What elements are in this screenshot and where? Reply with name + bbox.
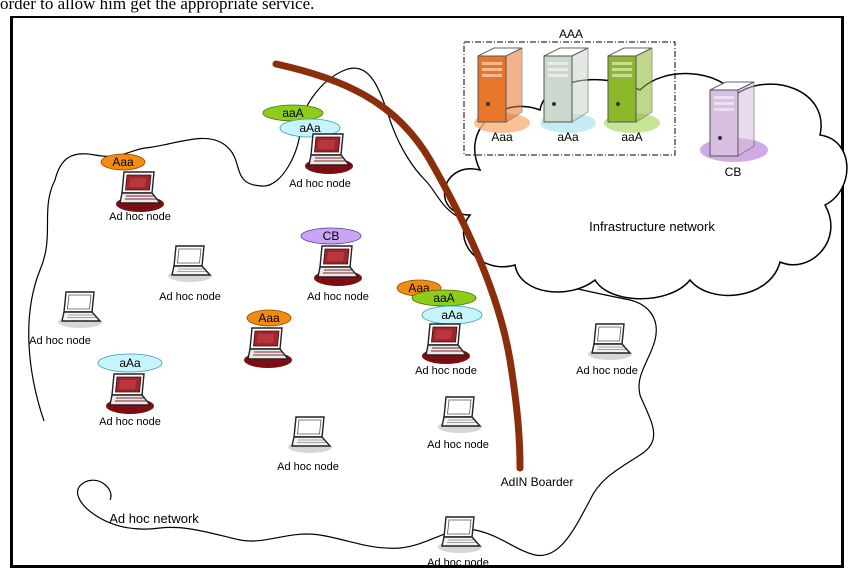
tag-cyan-right: aAa <box>421 305 483 325</box>
aaa-group-box <box>463 41 676 156</box>
node-label: Ad hoc node <box>307 291 369 303</box>
server-cb <box>700 81 768 162</box>
tag-cyan-left: aAa <box>97 353 163 373</box>
adhoc-node-plain-1 <box>167 245 213 283</box>
caption-text: order to allow him get the appropriate s… <box>0 0 315 13</box>
node-label: Ad hoc node <box>99 416 161 428</box>
node-label: Ad hoc node <box>29 335 91 347</box>
adin-border-label: AdIN Boarder <box>501 475 574 489</box>
svg-text:Aaa: Aaa <box>258 311 280 325</box>
adhoc-node-plain-5 <box>287 416 333 454</box>
node-label: Ad hoc node <box>277 461 339 473</box>
svg-text:aAa: aAa <box>119 356 141 370</box>
frame-top-border <box>10 16 844 18</box>
server-label-cb: CB <box>725 165 742 179</box>
figure-frame <box>10 16 844 568</box>
adhoc-node-plain-2 <box>57 291 103 329</box>
node-label: Ad hoc node <box>427 557 489 569</box>
adhoc-node-red-cb <box>313 245 363 287</box>
svg-text:aAa: aAa <box>441 308 463 322</box>
node-label: Ad hoc node <box>159 291 221 303</box>
adin-border-line <box>272 60 524 472</box>
adhoc-node-red-left <box>115 171 165 213</box>
adhoc-node-plain-6 <box>437 516 483 554</box>
tag-orange-mid: Aaa <box>246 309 292 327</box>
adhoc-node-red-lower-left <box>105 373 155 415</box>
tag-green-right: aaA <box>411 289 477 307</box>
aaa-group-label: AAA <box>559 27 583 41</box>
server-label-aaa: Aaa <box>491 130 513 144</box>
node-label: Ad hoc node <box>109 211 171 223</box>
svg-text:aAa: aAa <box>299 121 321 135</box>
server-aaa-2 <box>540 47 596 133</box>
svg-text:CB: CB <box>323 229 340 243</box>
adhoc-node-red-right <box>421 323 471 365</box>
tag-cyan-top: aAa <box>279 118 341 138</box>
adhoc-network-label: Ad hoc network <box>109 511 199 526</box>
svg-text:Aaa: Aaa <box>112 155 134 169</box>
tag-green-top: aaA <box>262 104 324 122</box>
infrastructure-network-label: Infrastructure network <box>589 219 715 234</box>
node-label: Ad hoc node <box>427 439 489 451</box>
server-label-aaa-2: aAa <box>557 130 579 144</box>
server-aaa <box>474 47 530 133</box>
server-aaa-3 <box>604 47 660 133</box>
node-label: Ad hoc node <box>576 365 638 377</box>
node-label: Ad hoc node <box>289 178 351 190</box>
tag-orange-left: Aaa <box>100 153 146 171</box>
adhoc-node-plain-4 <box>437 396 483 434</box>
adhoc-node-red-top <box>304 133 354 175</box>
tag-purple-cb: CB <box>300 227 362 245</box>
svg-text:aaA: aaA <box>433 291 454 305</box>
adhoc-node-red-mid <box>243 327 293 369</box>
server-label-aaa-3: aaA <box>621 130 642 144</box>
svg-text:aaA: aaA <box>282 106 303 120</box>
node-label: Ad hoc node <box>415 365 477 377</box>
adhoc-node-plain-3 <box>587 323 633 361</box>
